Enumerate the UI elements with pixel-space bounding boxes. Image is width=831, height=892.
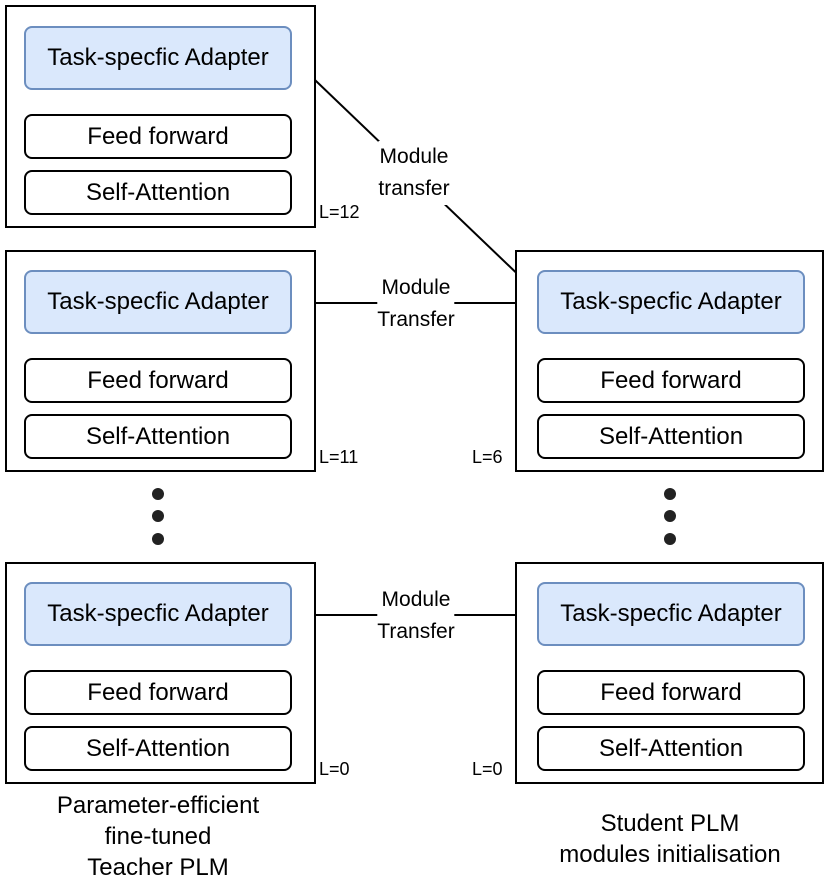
student-layer-0-adapter: Task-specfic Adapter [537, 582, 805, 646]
student-ellipsis-dot [664, 533, 676, 545]
student-ellipsis-dot [664, 510, 676, 522]
student-caption: Student PLM modules initialisation [559, 808, 780, 870]
student-layer-0-index: L=0 [472, 759, 503, 779]
arrow-label-1-line-2: transfer [378, 177, 450, 200]
student-layer-6-self-attention: Self-Attention [537, 414, 805, 459]
student-layer-0-self-attention: Self-Attention [537, 726, 805, 771]
teacher-layer-11-self-attention: Self-Attention [24, 414, 292, 459]
arrow-label-3-line-2: Transfer [377, 620, 455, 643]
teacher-ellipsis-dot [152, 510, 164, 522]
teacher-layer-11-index: L=11 [319, 447, 359, 467]
teacher-layer-0-self-attention: Self-Attention [24, 726, 292, 771]
teacher-ellipsis-dot [152, 533, 164, 545]
arrow-label-1: Module transfer [378, 141, 450, 205]
student-caption-line-2: modules initialisation [559, 841, 781, 868]
arrow-label-3: Module Transfer [377, 584, 455, 648]
teacher-layer-0-adapter: Task-specfic Adapter [24, 582, 292, 646]
teacher-layer-12-self-attention: Self-Attention [24, 170, 292, 215]
teacher-caption-line-3: Teacher PLM [87, 854, 229, 881]
teacher-layer-12-feed-forward: Feed forward [24, 114, 292, 159]
teacher-layer-0-index: L=0 [319, 759, 350, 779]
student-layer-6-feed-forward: Feed forward [537, 358, 805, 403]
teacher-caption: Parameter-efficient fine-tuned Teacher P… [57, 790, 259, 883]
arrow-label-2-line-2: Transfer [377, 308, 455, 331]
teacher-ellipsis-dot [152, 488, 164, 500]
teacher-layer-12-index: L=12 [319, 202, 360, 222]
arrow-label-1-line-1: Module [379, 145, 449, 168]
student-layer-0-feed-forward: Feed forward [537, 670, 805, 715]
student-layer-6-adapter: Task-specfic Adapter [537, 270, 805, 334]
arrow-label-2: Module Transfer [377, 272, 455, 336]
teacher-layer-12-adapter: Task-specfic Adapter [24, 26, 292, 90]
teacher-caption-line-1: Parameter-efficient [56, 792, 260, 819]
student-ellipsis-dot [664, 488, 676, 500]
teacher-caption-line-2: fine-tuned [104, 823, 212, 850]
arrow-label-3-line-1: Module [381, 588, 451, 611]
student-caption-line-1: Student PLM [600, 810, 740, 837]
student-layer-6-index: L=6 [472, 447, 503, 467]
arrow-label-2-line-1: Module [381, 276, 451, 299]
teacher-layer-11-adapter: Task-specfic Adapter [24, 270, 292, 334]
teacher-layer-0-feed-forward: Feed forward [24, 670, 292, 715]
teacher-layer-11-feed-forward: Feed forward [24, 358, 292, 403]
